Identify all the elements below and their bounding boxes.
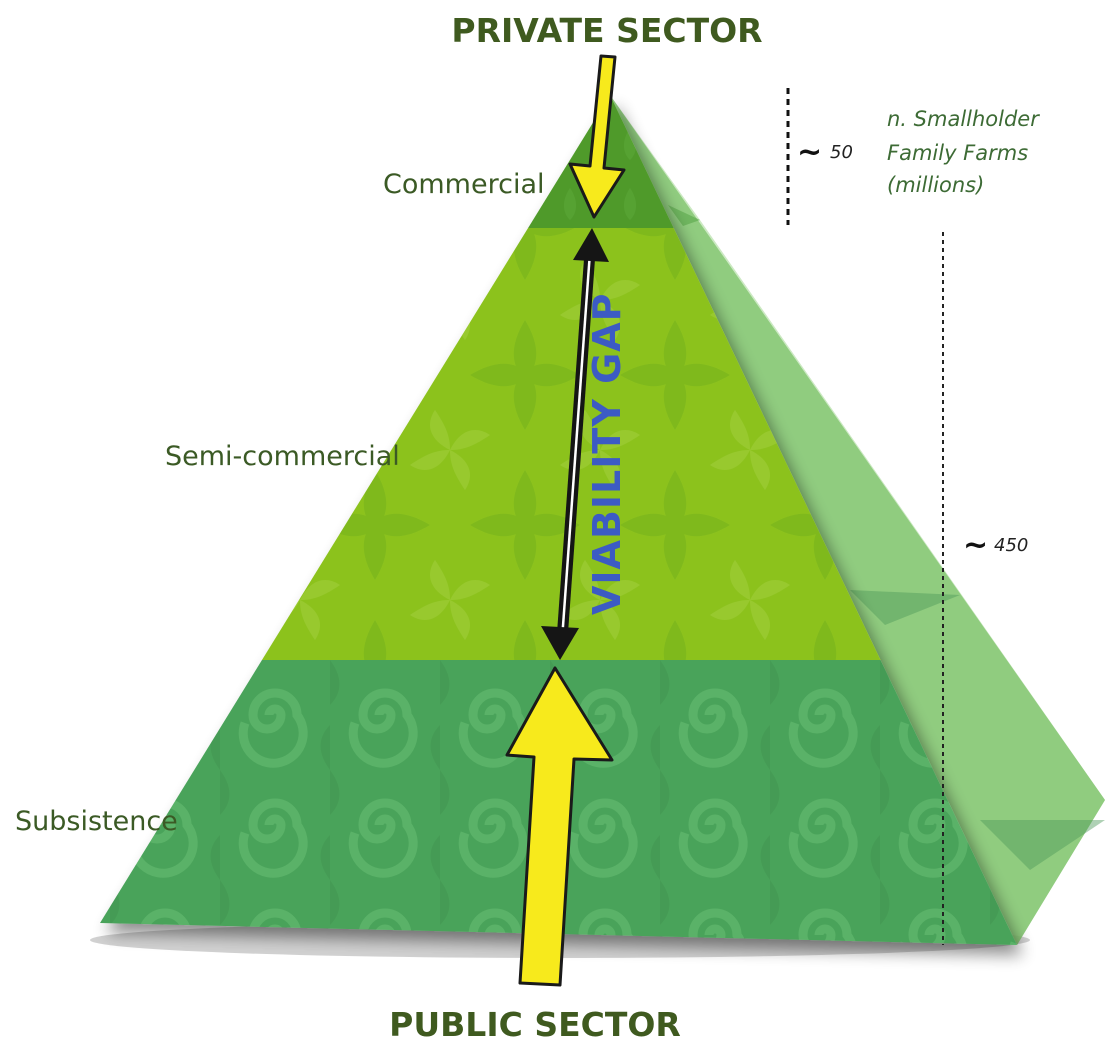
private-sector-arrow <box>568 54 626 219</box>
commercial-count-value: 50 <box>830 142 853 163</box>
axis-caption-line3: (millions) <box>887 173 984 197</box>
pyramid-side-face <box>610 95 1105 945</box>
viability-gap-label: VIABILITY GAP <box>585 292 629 615</box>
commercial-count-tilde: ~ <box>797 135 822 170</box>
tier-label-semi-commercial: Semi-commercial <box>165 441 400 472</box>
private-sector-label: PRIVATE SECTOR <box>451 11 762 50</box>
tier-label-commercial: Commercial <box>383 169 545 200</box>
total-count-value: 450 <box>994 535 1028 556</box>
axis-caption-line1: n. Smallholder <box>887 107 1040 131</box>
axis-caption-line2: Family Farms <box>887 141 1028 165</box>
total-count-tilde: ~ <box>963 528 988 563</box>
viability-gap-arrow <box>541 228 609 660</box>
public-sector-arrow <box>505 666 614 987</box>
tier-label-subsistence: Subsistence <box>15 806 178 837</box>
public-sector-label: PUBLIC SECTOR <box>389 1005 681 1041</box>
